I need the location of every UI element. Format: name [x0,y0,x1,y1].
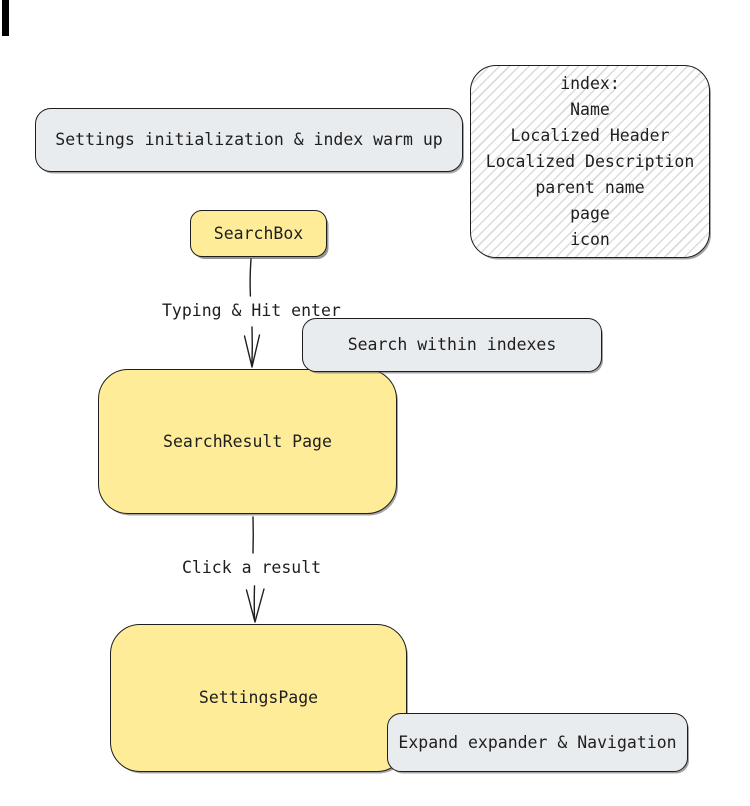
node-search-within-indexes-label: Search within indexes [347,335,557,354]
node-settings-initialization-label: Settings initialization & index warm up [55,130,443,149]
index-note-line: Localized Header [510,125,670,145]
arrow-searchbox-to-searchresult [249,258,252,297]
arrowhead-icon [243,334,261,368]
node-searchbox: SearchBox [190,210,327,257]
index-note-line: Localized Description [485,151,695,171]
edge-label-click-a-result: Click a result [182,558,322,577]
black-vertical-bar [2,0,9,36]
node-searchbox-label: SearchBox [213,223,304,243]
index-note-line: Name [570,99,610,119]
edge-label-typing-hit-enter: Typing & Hit enter [162,301,341,320]
index-note-line: page [570,203,610,223]
node-expand-expander-navigation: Expand expander & Navigation [387,713,688,772]
node-searchresult-page-label: SearchResult Page [163,431,332,451]
index-note-line: index: [560,73,620,93]
node-searchresult-page: SearchResult Page [98,369,397,514]
node-index-fields-note: index: Name Localized Header Localized D… [470,65,710,258]
node-settingspage: SettingsPage [110,624,407,772]
node-settingspage-label: SettingsPage [198,688,319,707]
arrowhead-icon [245,588,265,623]
index-note-line: icon [570,229,610,249]
node-expand-expander-navigation-label: Expand expander & Navigation [398,732,677,752]
node-search-within-indexes: Search within indexes [302,318,602,372]
node-settings-initialization: Settings initialization & index warm up [35,108,463,172]
index-note-line: parent name [535,177,645,197]
